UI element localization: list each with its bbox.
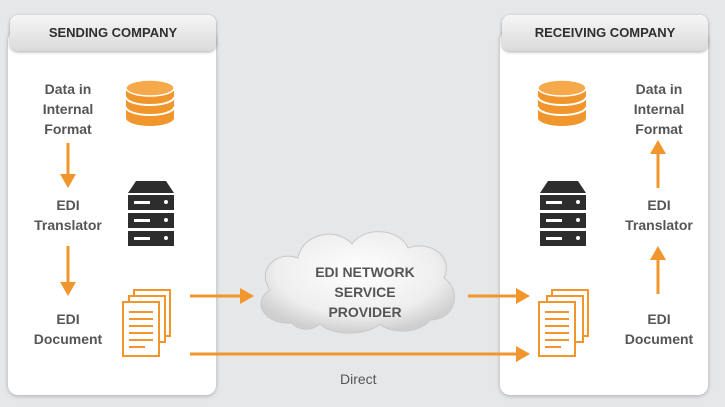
direct-arrow-icon [190, 346, 530, 362]
arrow-down-icon [60, 246, 76, 296]
sending-company-panel [8, 30, 216, 395]
receiving-data-label: Data in Internal Format [633, 81, 685, 137]
network-provider-label: EDI NETWORK SERVICE PROVIDER [315, 264, 415, 320]
receiving-translator-label: EDI Translator [625, 197, 693, 233]
arrow-down-icon [60, 143, 76, 188]
database-icon [537, 79, 587, 126]
server-icon [128, 181, 174, 246]
receiving-document-label: EDI Document [624, 311, 694, 347]
arrow-right-icon [190, 288, 254, 304]
database-icon [125, 79, 175, 126]
sending-data-label: Data in Internal Format [42, 81, 94, 137]
direct-label: Direct [340, 371, 377, 387]
cloud-icon [260, 231, 455, 334]
document-stack-icon [122, 289, 171, 357]
arrow-right-icon [468, 288, 530, 304]
receiving-company-panel [500, 30, 708, 395]
arrow-up-icon [650, 246, 666, 294]
sending-translator-label: EDI Translator [34, 197, 102, 233]
receiving-company-title: RECEIVING COMPANY [502, 15, 708, 51]
sending-document-label: EDI Document [33, 311, 103, 347]
document-stack-icon [538, 289, 589, 357]
arrow-up-icon [650, 140, 666, 188]
sending-company-title: SENDING COMPANY [10, 15, 216, 51]
server-icon [540, 181, 586, 246]
